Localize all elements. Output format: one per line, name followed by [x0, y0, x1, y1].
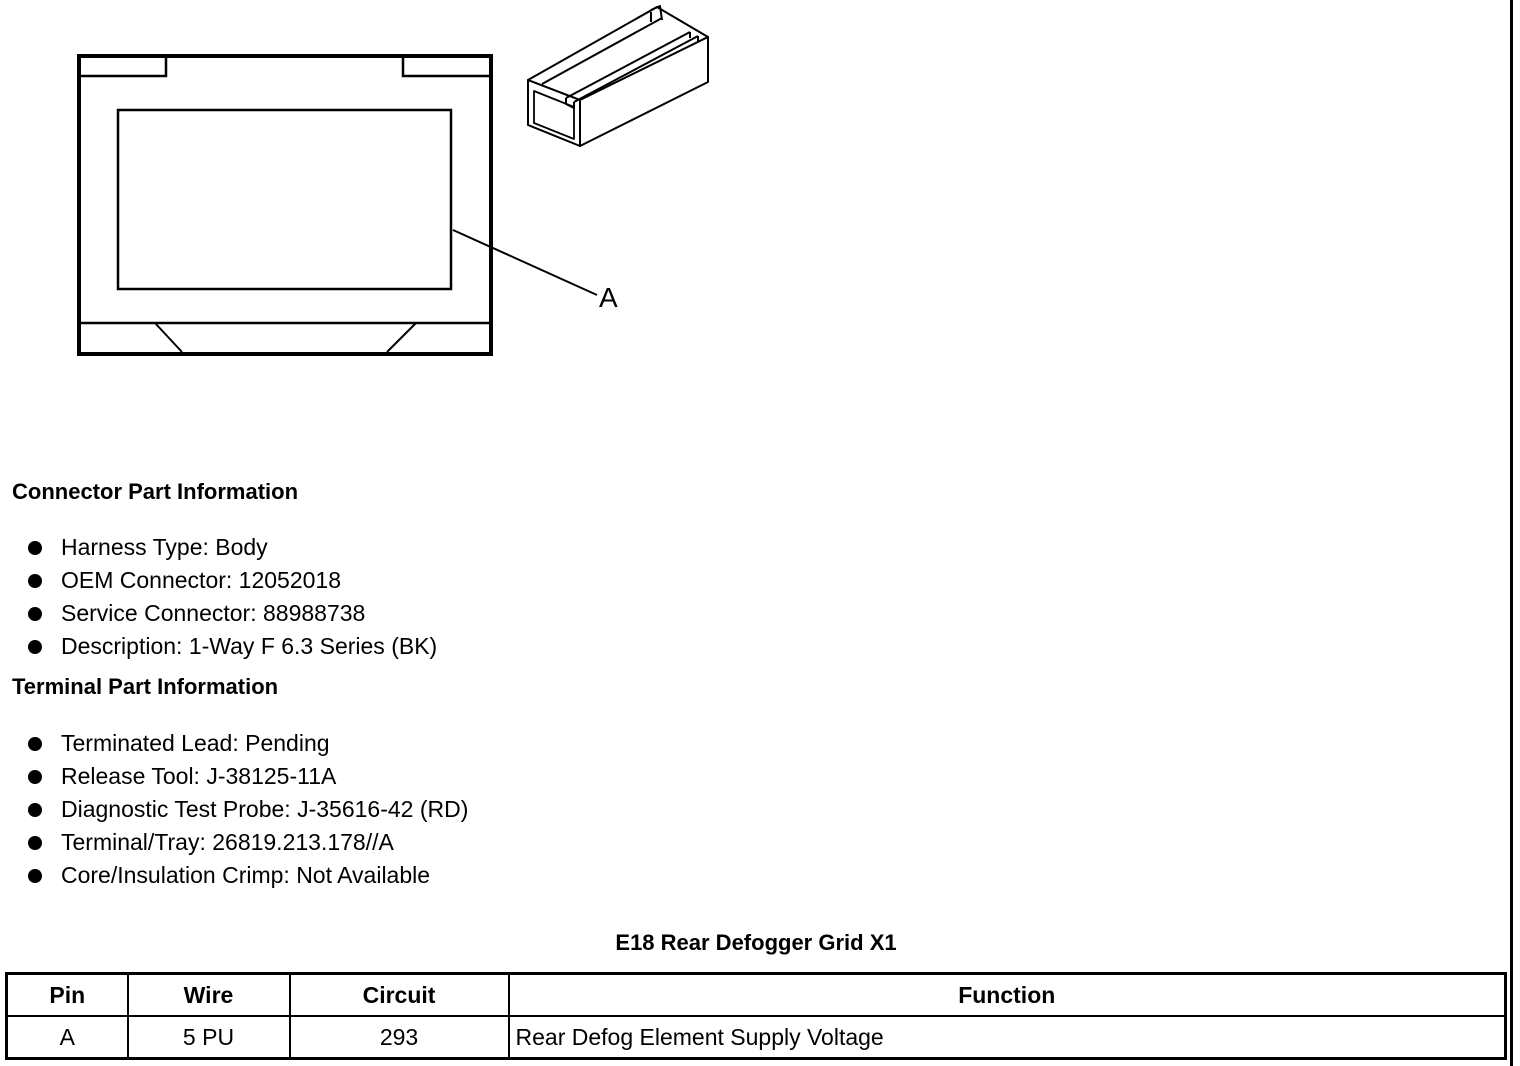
list-item: Terminated Lead: Pending: [28, 730, 468, 763]
list-item: OEM Connector: 12052018: [28, 567, 437, 600]
callout-leader-line: [452, 229, 598, 296]
list-item: Core/Insulation Crimp: Not Available: [28, 862, 468, 895]
bullet-icon: [28, 803, 42, 817]
list-item-text: Release Tool: J-38125-11A: [61, 763, 337, 789]
bullet-icon: [28, 640, 42, 654]
bullet-icon: [28, 869, 42, 883]
list-item-text: Description: 1-Way F 6.3 Series (BK): [61, 633, 438, 659]
bullet-icon: [28, 836, 42, 850]
column-header-circuit: Circuit: [288, 972, 510, 1017]
terminal-part-info-list: Terminated Lead: Pending Release Tool: J…: [28, 730, 468, 895]
pin-table-title: E18 Rear Defogger Grid X1: [615, 930, 897, 955]
column-header-wire: Wire: [126, 972, 291, 1017]
pin-table: Pin Wire Circuit Function A 5 PU 293 Rea…: [5, 972, 1507, 1060]
bullet-icon: [28, 541, 42, 555]
list-item: Service Connector: 88988738: [28, 600, 437, 633]
list-item-text: Harness Type: Body: [61, 534, 268, 560]
list-item: Diagnostic Test Probe: J-35616-42 (RD): [28, 796, 468, 829]
table-header-row: Pin Wire Circuit Function: [5, 972, 1507, 1017]
list-item-text: Terminated Lead: Pending: [61, 730, 330, 756]
column-header-function: Function: [507, 972, 1507, 1017]
list-item-text: Service Connector: 88988738: [61, 600, 366, 626]
list-item: Terminal/Tray: 26819.213.178//A: [28, 829, 468, 862]
connector-diagram: [77, 5, 709, 356]
connector-face-view: [77, 54, 493, 356]
terminal-cavity-a: [116, 108, 453, 291]
connector-iso-view: [527, 5, 709, 147]
list-item-text: OEM Connector: 12052018: [61, 567, 342, 593]
cell-wire: 5 PU: [126, 1015, 291, 1060]
terminal-part-info-heading: Terminal Part Information: [12, 674, 279, 699]
bullet-icon: [28, 770, 42, 784]
cell-pin: A: [5, 1015, 129, 1060]
page-right-border: [1510, 0, 1513, 1066]
bullet-icon: [28, 607, 42, 621]
connector-part-info-list: Harness Type: Body OEM Connector: 120520…: [28, 534, 437, 666]
list-item-text: Terminal/Tray: 26819.213.178//A: [61, 829, 394, 855]
cell-function: Rear Defog Element Supply Voltage: [507, 1015, 1507, 1060]
list-item-text: Core/Insulation Crimp: Not Available: [61, 862, 431, 888]
column-header-pin: Pin: [5, 972, 129, 1017]
cell-circuit: 293: [288, 1015, 510, 1060]
callout-label-a: A: [599, 282, 618, 313]
list-item: Release Tool: J-38125-11A: [28, 763, 468, 796]
table-row: A 5 PU 293 Rear Defog Element Supply Vol…: [5, 1015, 1507, 1060]
connector-part-info-heading: Connector Part Information: [12, 479, 299, 504]
bullet-icon: [28, 574, 42, 588]
list-item-text: Diagnostic Test Probe: J-35616-42 (RD): [61, 796, 469, 822]
list-item: Harness Type: Body: [28, 534, 437, 567]
list-item: Description: 1-Way F 6.3 Series (BK): [28, 633, 437, 666]
bullet-icon: [28, 737, 42, 751]
